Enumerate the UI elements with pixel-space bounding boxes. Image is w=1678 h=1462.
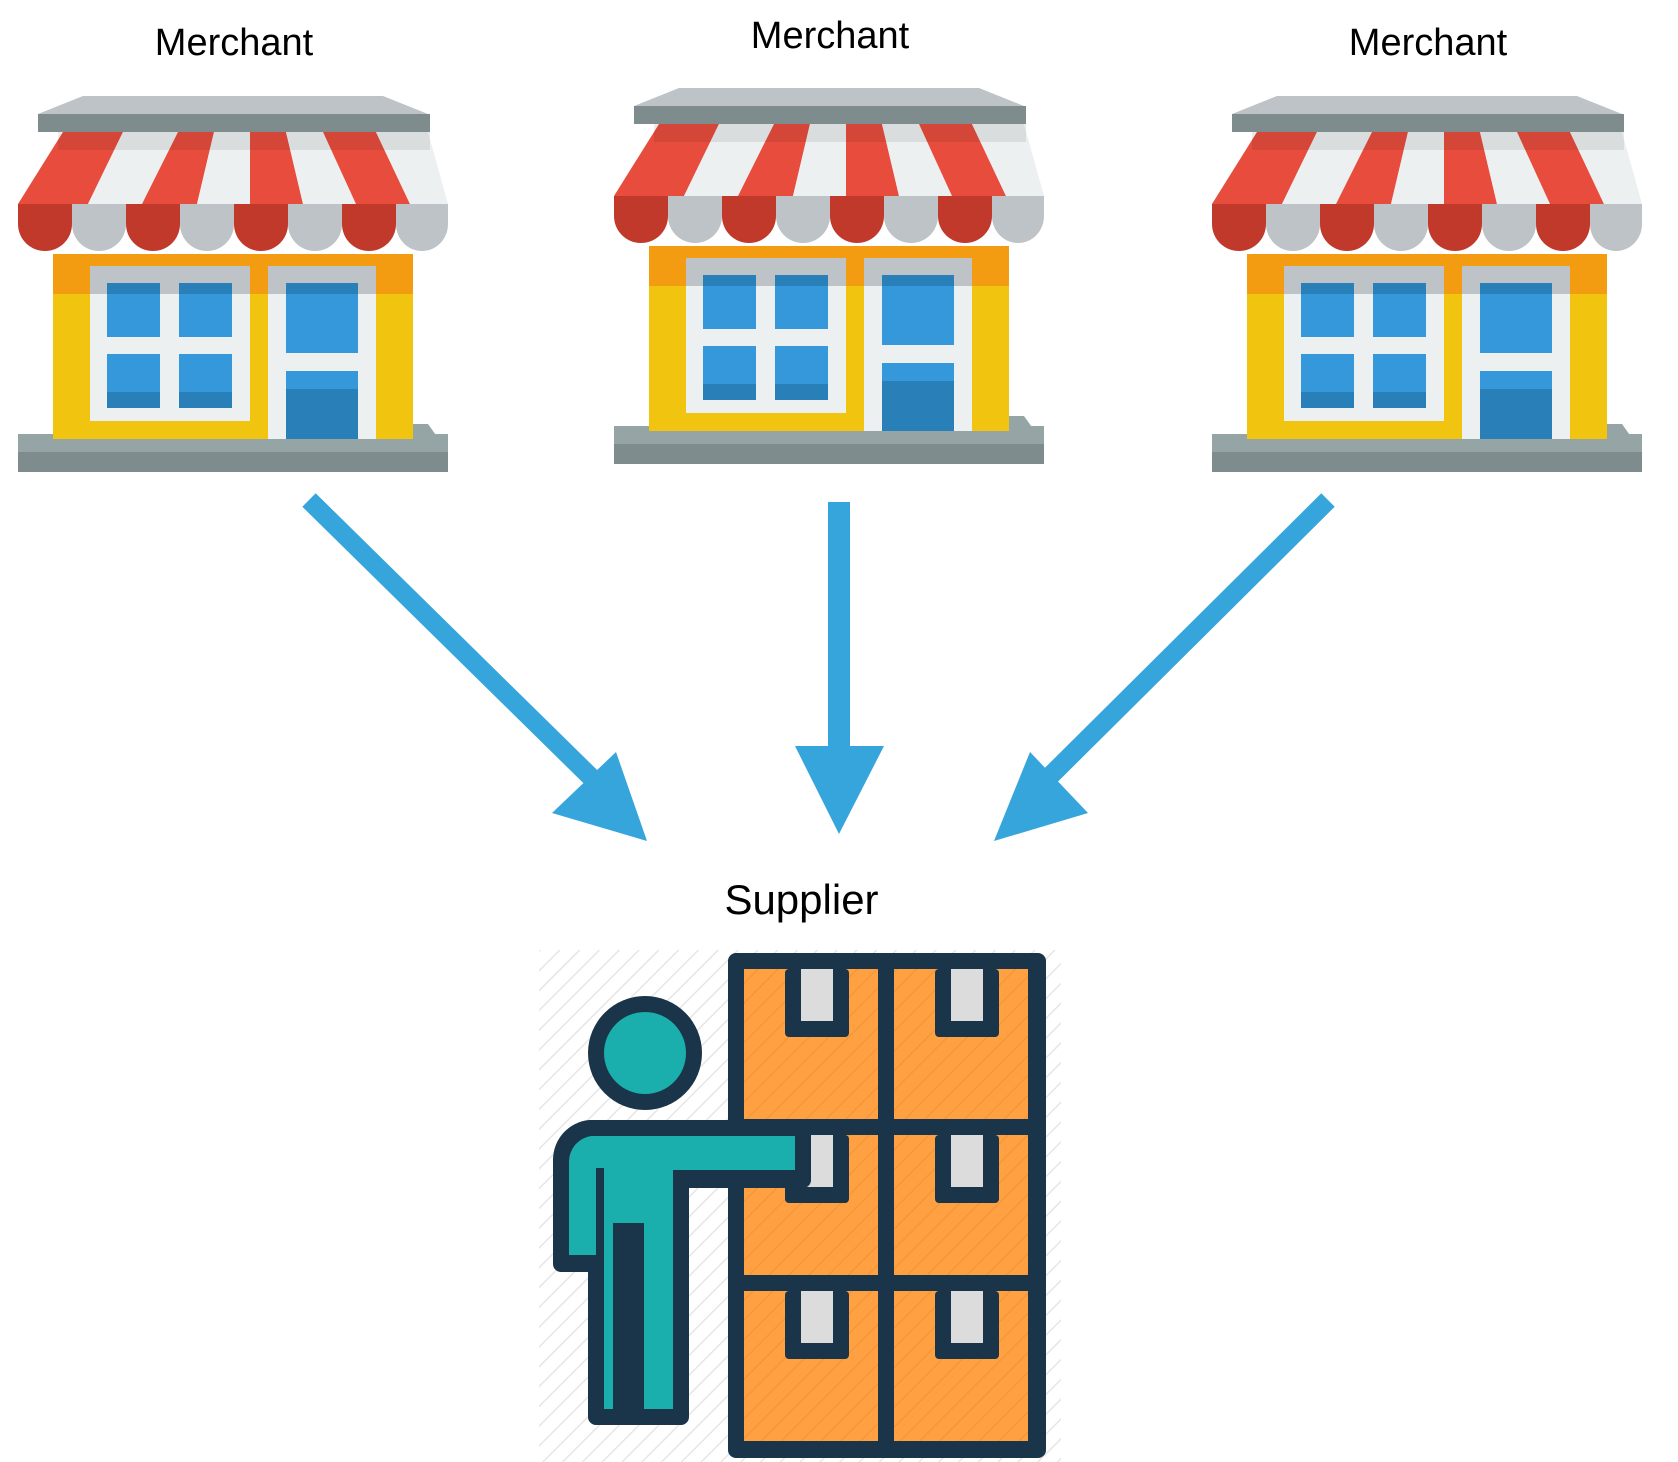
supplier-node: [539, 950, 1061, 1462]
arrow-merchant-3-to-supplier: [994, 493, 1335, 841]
merchant-label-1: Merchant: [154, 22, 314, 64]
arrow-merchant-1-to-supplier: [302, 493, 647, 841]
warehouse-worker-icon: [539, 950, 1061, 1462]
person-icon: [552, 996, 811, 1425]
merchant-label-2: Merchant: [750, 15, 910, 57]
supplier-label: Supplier: [724, 876, 879, 923]
merchant-label-3: Merchant: [1348, 22, 1508, 64]
arrow-merchant-2-to-supplier: [795, 502, 884, 834]
